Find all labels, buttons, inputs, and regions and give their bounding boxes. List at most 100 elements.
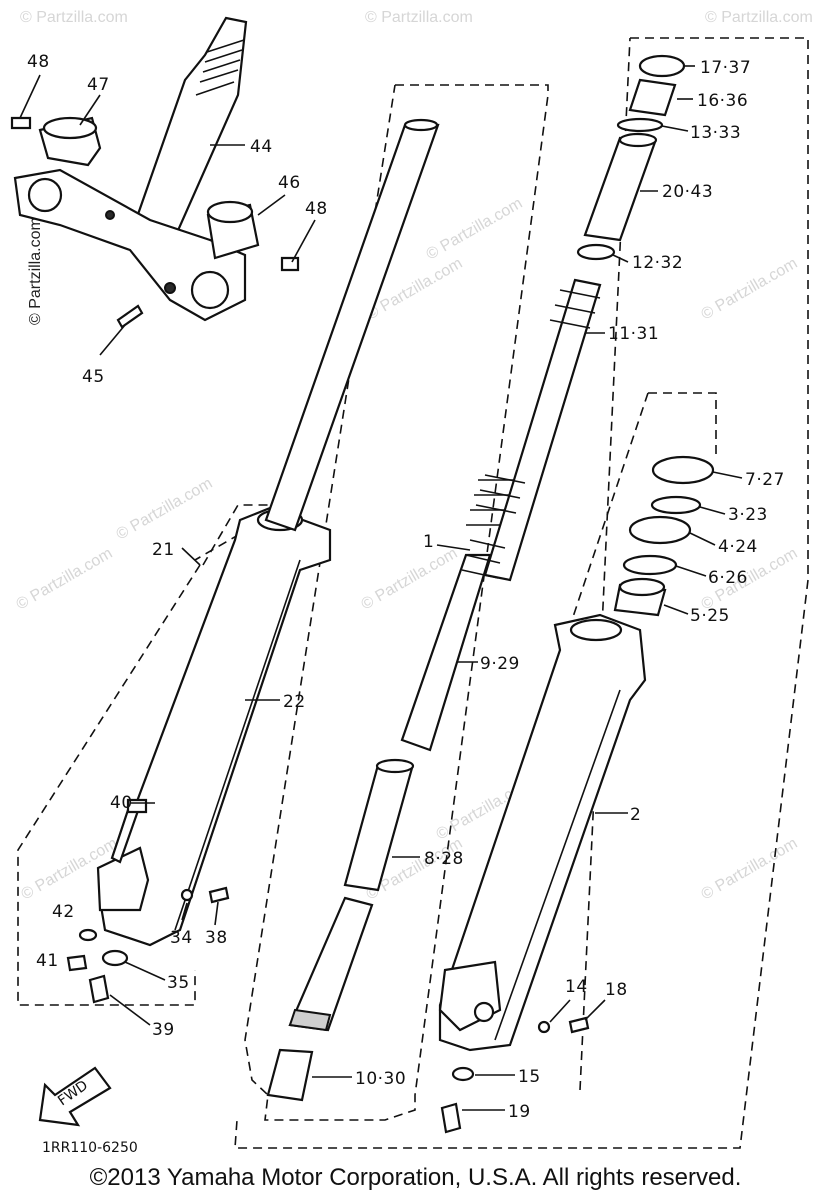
watermark: © Partzilla.com xyxy=(424,195,526,264)
callout-47: 47 xyxy=(87,75,110,95)
callout-41: 41 xyxy=(36,951,59,971)
callout-42: 42 xyxy=(52,902,75,922)
callout-38: 38 xyxy=(205,928,228,948)
washer-14 xyxy=(537,1020,551,1034)
bolt-38 xyxy=(208,886,230,904)
cap-17 xyxy=(638,54,686,78)
watermark: © Partzilla.com xyxy=(14,545,116,614)
washer-6 xyxy=(622,554,678,576)
callout-12-32: 12·32 xyxy=(632,253,683,273)
washer-42 xyxy=(78,928,98,942)
callout-48: 48 xyxy=(305,199,328,219)
bracket-bolt-48-right xyxy=(280,256,300,272)
fwd-direction-arrow: FWD xyxy=(38,1066,112,1127)
callout-48: 48 xyxy=(27,52,50,72)
spring-11 xyxy=(483,278,602,582)
slide-metal-top xyxy=(375,758,415,774)
watermark: © Partzilla.com xyxy=(114,475,216,544)
bracket-bore xyxy=(27,177,63,213)
watermark: © Partzilla.com xyxy=(699,255,801,324)
spacer-20 xyxy=(583,136,657,242)
callout-14: 14 xyxy=(565,977,588,997)
exploded-parts-diagram: © Partzilla.com © Partzilla.com © Partzi… xyxy=(10,9,813,1156)
callout-40: 40 xyxy=(110,793,133,813)
watermark: © Partzilla.com xyxy=(365,9,473,26)
oring-13 xyxy=(616,117,664,133)
oil-seal-4 xyxy=(628,515,692,545)
assembly-boundaries xyxy=(17,37,809,1149)
washer-35 xyxy=(101,949,129,967)
steering-assembly xyxy=(10,16,300,329)
callout-46: 46 xyxy=(278,173,301,193)
watermark: © Partzilla.com xyxy=(20,9,128,26)
bolt-18 xyxy=(568,1016,590,1034)
callout-4-24: 4·24 xyxy=(718,537,758,557)
bracket-bolt-hole xyxy=(105,210,115,220)
damper-rod-9 xyxy=(400,553,492,752)
dust-seal-7 xyxy=(651,455,715,485)
bolt-19 xyxy=(440,1102,462,1134)
callout-8-28: 8·28 xyxy=(424,849,464,869)
seat-12 xyxy=(576,243,616,261)
bracket-cap-top xyxy=(42,116,98,140)
watermark: © Partzilla.com xyxy=(359,545,461,614)
callout-6-26: 6·26 xyxy=(708,568,748,588)
callout-17-37: 17·37 xyxy=(700,58,751,78)
left-outer-tube xyxy=(98,506,332,947)
right-fork-leg xyxy=(438,613,647,1134)
callout-45: 45 xyxy=(82,367,105,387)
bracket-bolt-45 xyxy=(116,304,144,329)
inner-tube-top xyxy=(403,118,439,132)
callout-15: 15 xyxy=(518,1067,541,1087)
center-boundary xyxy=(244,84,549,1121)
lower-tube-section xyxy=(288,896,374,1032)
callout-5-25: 5·25 xyxy=(690,606,730,626)
callout-18: 18 xyxy=(605,980,628,1000)
watermark: © Partzilla.com xyxy=(699,835,801,904)
callout-44: 44 xyxy=(250,137,273,157)
callout-9-29: 9·29 xyxy=(480,654,520,674)
callout-10-30: 10·30 xyxy=(355,1069,406,1089)
spacer-top xyxy=(618,132,658,148)
callout-16-36: 16·36 xyxy=(697,91,748,111)
right-inner-boundary xyxy=(571,392,717,621)
callout-20-43: 20·43 xyxy=(662,182,713,202)
clip-3 xyxy=(650,495,702,515)
left-axle-clamp xyxy=(96,846,150,912)
callout-1: 1 xyxy=(423,532,434,552)
bracket-bore xyxy=(190,270,230,310)
lower-tube-band xyxy=(288,1008,332,1032)
fwd-arrow-shape xyxy=(38,1066,112,1127)
copyright-footer: ©2013 Yamaha Motor Corporation, U.S.A. A… xyxy=(89,1164,742,1191)
callout-11-31: 11·31 xyxy=(608,324,659,344)
axle-hole xyxy=(473,1001,495,1023)
bracket-bolt-48-left xyxy=(10,116,32,130)
callout-39: 39 xyxy=(152,1020,175,1040)
right-outer-tube xyxy=(438,613,647,1052)
callout-34: 34 xyxy=(170,928,193,948)
left-fork-boundary xyxy=(17,504,293,1006)
leader-lines xyxy=(19,65,743,1111)
cap-bolt-16 xyxy=(628,78,677,117)
under-bracket xyxy=(13,168,247,322)
callout-22: 22 xyxy=(283,692,306,712)
side-watermark: © Partzilla.com xyxy=(27,217,44,325)
callout-35: 35 xyxy=(167,973,190,993)
callout-13-33: 13·33 xyxy=(690,123,741,143)
slide-metal-top-5 xyxy=(618,577,666,597)
watermark: © Partzilla.com xyxy=(705,9,813,26)
collar-top xyxy=(206,200,254,224)
callout-19: 19 xyxy=(508,1102,531,1122)
bracket-bolt-hole xyxy=(164,282,176,294)
callout-3-23: 3·23 xyxy=(728,505,768,525)
diagram-code: 1RR110-6250 xyxy=(42,1140,138,1156)
nut-41 xyxy=(66,954,88,972)
right-fork-internals xyxy=(576,54,715,617)
washer-34 xyxy=(180,888,194,902)
right-tube-top xyxy=(569,618,623,642)
bolt-39 xyxy=(88,974,110,1004)
bushing-10 xyxy=(266,1048,314,1102)
callout-labels: 48 47 44 46 48 45 21 22 40 42 34 38 41 3… xyxy=(27,52,784,1122)
callout-2: 2 xyxy=(630,805,641,825)
callout-21: 21 xyxy=(152,540,175,560)
